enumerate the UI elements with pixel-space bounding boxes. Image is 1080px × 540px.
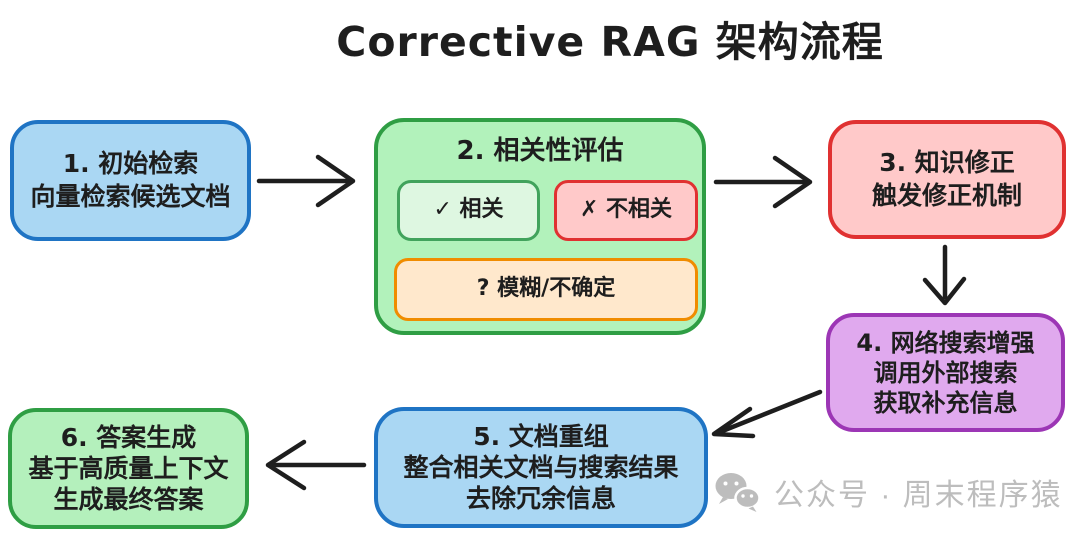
page-title: Corrective RAG 架构流程 xyxy=(336,18,884,66)
step5-heading: 5. 文档重组 xyxy=(473,421,609,451)
arrow-step1-to-step2 xyxy=(256,154,356,208)
tag-ambiguous: ? 模糊/不确定 xyxy=(394,258,698,321)
step4-subtitle-1: 调用外部搜索 xyxy=(873,358,1018,387)
step5-subtitle-2: 去除冗余信息 xyxy=(465,484,616,514)
wechat-icon xyxy=(715,473,761,512)
tag-relevant: ✓ 相关 xyxy=(397,180,540,241)
step6-subtitle-1: 基于高质量上下文 xyxy=(28,453,229,483)
watermark: 公众号 · 周末程序猿 xyxy=(714,470,1063,514)
tag-irrelevant: ✗ 不相关 xyxy=(554,180,698,241)
step6-box: 6. 答案生成 基于高质量上下文 生成最终答案 xyxy=(8,408,249,529)
arrow-step5-to-step6 xyxy=(265,439,367,491)
step4-subtitle-2: 获取补充信息 xyxy=(873,388,1018,417)
step2-heading: 2. 相关性评估 xyxy=(456,136,624,166)
step4-heading: 4. 网络搜索增强 xyxy=(856,328,1035,357)
step1-subtitle: 向量检索候选文档 xyxy=(30,181,231,211)
step3-subtitle: 触发修正机制 xyxy=(871,180,1022,210)
step5-box: 5. 文档重组 整合相关文档与搜索结果 去除冗余信息 xyxy=(374,407,708,528)
step4-box: 4. 网络搜索增强 调用外部搜索 获取补充信息 xyxy=(826,313,1065,432)
step1-box: 1. 初始检索 向量检索候选文档 xyxy=(10,120,251,241)
step5-subtitle-1: 整合相关文档与搜索结果 xyxy=(403,452,679,482)
step3-box: 3. 知识修正 触发修正机制 xyxy=(828,120,1066,239)
step1-heading: 1. 初始检索 xyxy=(62,149,199,178)
arrow-step3-to-step4 xyxy=(922,244,967,306)
step6-subtitle-2: 生成最终答案 xyxy=(53,485,204,515)
watermark-label: 公众号 · 周末程序猿 xyxy=(774,479,1063,512)
arrow-step4-to-step5 xyxy=(711,389,823,439)
step6-heading: 6. 答案生成 xyxy=(60,422,197,452)
step3-heading: 3. 知识修正 xyxy=(879,148,1015,177)
arrow-step2-to-step3 xyxy=(713,155,813,209)
step2-box: 2. 相关性评估 ✓ 相关 ✗ 不相关 ? 模糊/不确定 xyxy=(374,118,706,335)
